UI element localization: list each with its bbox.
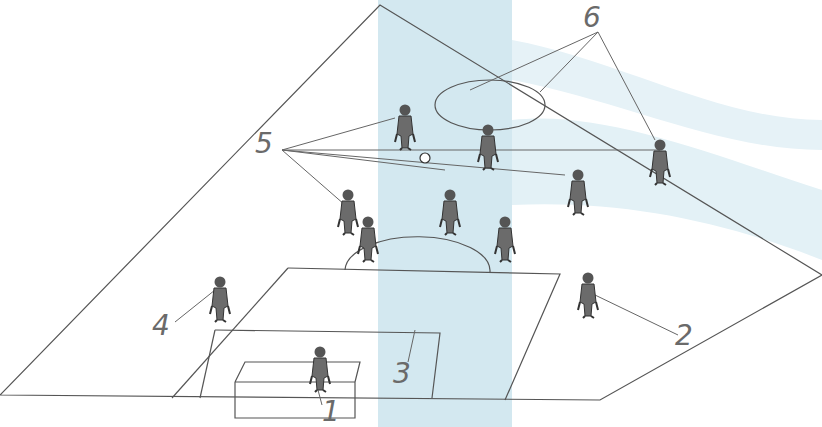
watermark-band	[378, 0, 512, 427]
callout-number: 1	[322, 398, 340, 426]
callout-number: 2	[675, 322, 693, 350]
leader-lines	[175, 32, 678, 405]
callout-number: 4	[152, 312, 170, 340]
players	[210, 105, 670, 393]
callout-number: 3	[393, 360, 411, 388]
callout-number: 5	[255, 130, 273, 158]
callout-number: 6	[583, 4, 601, 32]
watermark-shape	[512, 40, 822, 150]
field-lines	[0, 5, 822, 418]
ball	[420, 153, 430, 163]
